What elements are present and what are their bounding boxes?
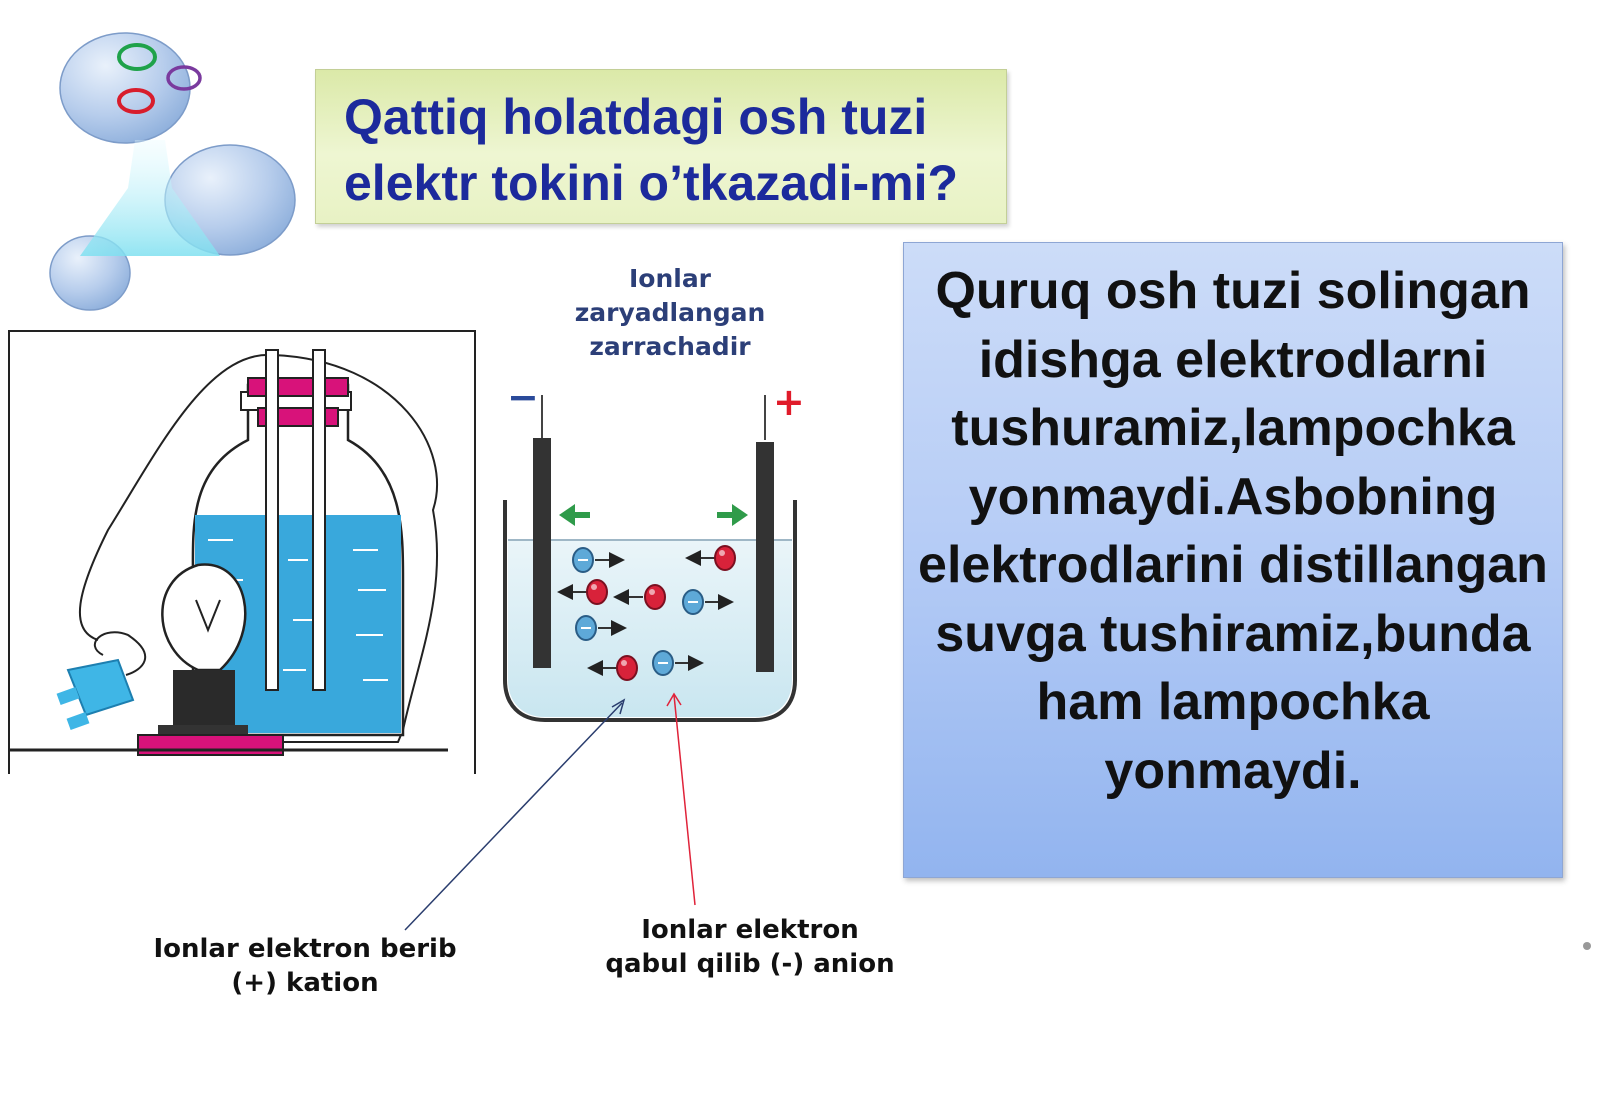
cathode-electrode (533, 438, 551, 668)
ions-title-line-3: zarrachadir (589, 332, 751, 361)
title-line-1: Qattiq holatdagi osh tuzi (344, 89, 928, 145)
minus-sign: − (507, 375, 539, 419)
anion-caption-line-1: Ionlar elektron (641, 915, 859, 945)
info-box: Quruq osh tuzi solingan idishga elektrod… (903, 242, 1563, 878)
anion-caption: Ionlar elektron qabul qilib (-) anion (600, 913, 900, 981)
anode-electrode (756, 442, 774, 672)
plus-sign: + (773, 380, 805, 424)
conductivity-apparatus-icon (8, 349, 448, 756)
title-line-2: elektr tokini o’tkazadi-mi? (344, 155, 959, 211)
ions-title: Ionlar zaryadlangan zarrachadir (560, 262, 780, 364)
cation-pointer-line (404, 702, 623, 931)
ions-title-line-1: Ionlar (628, 264, 712, 293)
cation-caption-line-2: (+) kation (231, 968, 379, 998)
title-box: Qattiq holatdagi osh tuzi elektr tokini … (315, 69, 1007, 224)
apparatus-frame (8, 330, 476, 774)
anion-pointer-line (673, 694, 696, 906)
electrolysis-diagram: − + (503, 375, 805, 722)
info-line-7: ham lampochka (1036, 673, 1430, 731)
info-line-8: yonmaydi. (1104, 741, 1362, 800)
info-line-6: suvga tushiramiz,bunda (935, 604, 1531, 663)
info-line-1: Quruq osh tuzi solingan (935, 262, 1531, 320)
cation-caption-line-1: Ionlar elektron berib (153, 934, 457, 964)
molecule-logo-icon (49, 32, 296, 311)
info-line-4: yonmaydi.Asbobning (968, 467, 1498, 526)
info-line-2: idishga elektrodlarni (978, 330, 1488, 389)
cation-caption: Ionlar elektron berib (+) kation (140, 932, 470, 1000)
slide-dot (1583, 942, 1591, 950)
info-line-5: elektrodlarini distillangan (918, 536, 1548, 594)
ions-title-line-2: zaryadlangan (574, 298, 766, 327)
info-line-3: tushuramiz,lampochka (951, 399, 1515, 457)
anion-caption-line-2: qabul qilib (-) anion (605, 949, 895, 979)
electric-plug-icon (56, 631, 147, 731)
